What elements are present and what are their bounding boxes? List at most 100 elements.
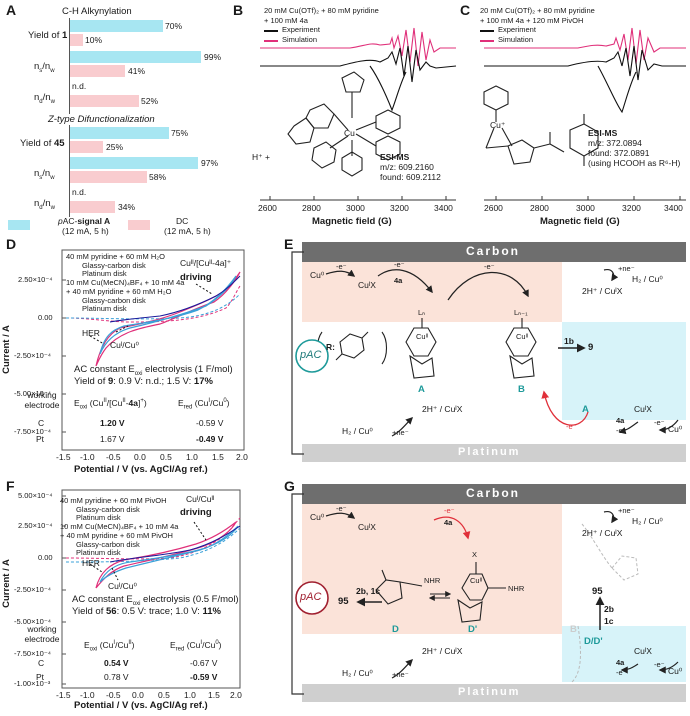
bar-dc	[70, 34, 83, 46]
panel-label-a: A	[6, 2, 17, 18]
table-cell: Pt	[36, 672, 45, 682]
table-head-eoxi: Eoxi (CuII/[CuII-4a]+)	[74, 398, 147, 411]
legend-swatch-dc	[128, 220, 150, 230]
y-tick: 5.00×10⁻⁴	[18, 491, 53, 500]
legend-experiment: Experiment	[498, 25, 536, 34]
sub4a-label: 4a	[394, 276, 403, 285]
pink-region	[302, 504, 562, 634]
x-tick: 0.0	[132, 690, 144, 700]
table-head-electrode: working electrode	[24, 390, 60, 410]
e-label: -e⁻	[336, 262, 347, 271]
panel-g: Carbon Platinum	[282, 476, 690, 712]
e-label: -e⁻	[394, 260, 405, 269]
legend-swatch-pac	[8, 220, 30, 230]
x-tick: 0.5	[158, 690, 170, 700]
legend-line-experiment	[264, 30, 278, 32]
bar-value: 58%	[149, 172, 167, 182]
bar-value: 70%	[165, 21, 183, 31]
x-tick: 0.0	[134, 452, 146, 462]
panel-label-d: D	[6, 236, 17, 252]
row-label: ns/nw	[34, 61, 55, 74]
table-cell: -0.59 V	[190, 672, 218, 682]
y-tick: -5.00×10⁻⁴	[14, 617, 51, 626]
h2-label: H₂ / Cu⁰	[632, 274, 663, 284]
legend-line: + 40 mM pyridine + 60 mM H₂O	[66, 287, 172, 296]
legend-experiment: Experiment	[282, 25, 320, 34]
cu2-label: Cuᴵᴵ	[470, 576, 483, 585]
table-cell: -0.49 V	[196, 434, 224, 444]
carbon-label: Carbon	[466, 486, 520, 500]
x-tick: 3200	[390, 203, 409, 213]
legend-line: Glassy-carbon disk	[82, 261, 146, 270]
side-2b: 2b	[604, 604, 614, 614]
electrolysis-line-2: Yield of 56: 0.5 V: trace; 1.0 V: 11%	[72, 606, 221, 617]
table-head-ered: Ered (CuI/Cu0)	[170, 640, 222, 653]
section-title-alkynylation: C-H Alkynylation	[62, 6, 132, 17]
x-tick: 1.0	[184, 690, 196, 700]
cu-center-label: Cu	[344, 128, 355, 138]
cu0-label: Cu⁰	[668, 666, 683, 676]
cuix-label: CuᴵX	[358, 280, 376, 290]
annotation-couple: Cuᴵᴵ/[Cuᴵᴵ-4a]⁺	[180, 258, 232, 268]
h-label: 2H⁺ / CuᴵX	[422, 404, 463, 414]
complex-structure-b	[287, 71, 401, 177]
legend-line-simulation	[264, 40, 278, 42]
y-tick: -1.00×10⁻³	[14, 679, 51, 688]
platinum-bar	[302, 684, 686, 702]
condition-line-1: 20 mM Cu(OTf)₂ + 80 mM pyridine	[264, 6, 379, 15]
h2-label: H₂ / Cu⁰	[342, 426, 373, 436]
panel-label-g: G	[284, 478, 295, 494]
table-cell: C	[38, 658, 45, 668]
y-tick: 2.50×10⁻⁴	[18, 275, 53, 284]
bar-dc	[70, 201, 115, 213]
axis-line	[69, 18, 70, 114]
x-axis-label: Magnetic field (G)	[540, 216, 620, 227]
table-cell: Pt	[36, 434, 45, 444]
h-label: 2H⁺ / CuᴵX	[582, 528, 623, 538]
esi-found: found: 372.0891	[588, 148, 650, 158]
ln-label: Lₙ	[418, 308, 426, 317]
y-axis-label: Current / A	[0, 559, 12, 608]
table-cell: -0.67 V	[190, 658, 218, 668]
cuix-label: CuᴵX	[358, 522, 376, 532]
bar-value: 97%	[201, 158, 219, 168]
legend-line-experiment	[480, 30, 494, 32]
mechanism-g	[291, 493, 679, 695]
ne-label: +ne⁻	[618, 264, 635, 273]
legend-line: Platinum disk	[82, 269, 127, 278]
y-tick: 0.00	[38, 553, 53, 562]
ln1-label: Lₙ₋₁	[514, 308, 528, 317]
bar-pac	[70, 20, 163, 32]
table-cell: 0.78 V	[104, 672, 129, 682]
annotation-her: HER	[82, 558, 100, 568]
e-label: -e⁻	[444, 506, 455, 515]
row-label: Yield of 45	[20, 138, 65, 149]
condition-line-1: 20 mM Cu(OTf)₂ + 80 mM pyridine	[480, 6, 595, 15]
panel-d: 40 mM pyridine + 60 mM H₂O Glassy-carbon…	[0, 236, 282, 476]
legend-line: 10 mM Cu(MeCN)₄BF₄ + 10 mM 4a	[60, 522, 179, 531]
legend-line: Platinum disk	[76, 513, 121, 522]
x-tick: 2600	[484, 203, 503, 213]
h2-label: H₂ / Cu⁰	[342, 668, 373, 678]
x-axis-label: Potential / V (vs. AgCl/Ag ref.)	[74, 700, 208, 711]
condition-line-2: + 100 mM 4a	[264, 16, 308, 25]
row-label: Yield of 1	[28, 30, 68, 41]
label-b: B	[570, 624, 577, 635]
bar-dc	[70, 171, 147, 183]
cu-center-label: Cu⁺	[490, 120, 506, 130]
annotation-couple: Cuᴵ/Cuᴵᴵ	[186, 494, 215, 504]
carbon-label: Carbon	[466, 244, 520, 258]
h-label: 2H⁺ / CuᴵX	[422, 646, 463, 656]
bar-pac	[70, 157, 198, 169]
sub4a-label: 4a	[616, 416, 625, 425]
panel-c: 20 mM Cu(OTf)₂ + 80 mM pyridine + 100 mM…	[458, 0, 690, 236]
table-cell: 0.54 V	[104, 658, 129, 668]
e-label: -e⁻	[616, 426, 627, 435]
ne-label: +ne⁻	[392, 428, 409, 437]
x-tick: -0.5	[106, 690, 121, 700]
x-tick: 3200	[622, 203, 641, 213]
panel-b: 20 mM Cu(OTf)₂ + 80 mM pyridine + 100 mM…	[230, 0, 458, 236]
esi-title: ESI-MS	[380, 152, 410, 162]
annotation-cu: Cuᴵ/Cu⁰	[108, 581, 137, 591]
nhr-label: NHR	[424, 576, 441, 585]
